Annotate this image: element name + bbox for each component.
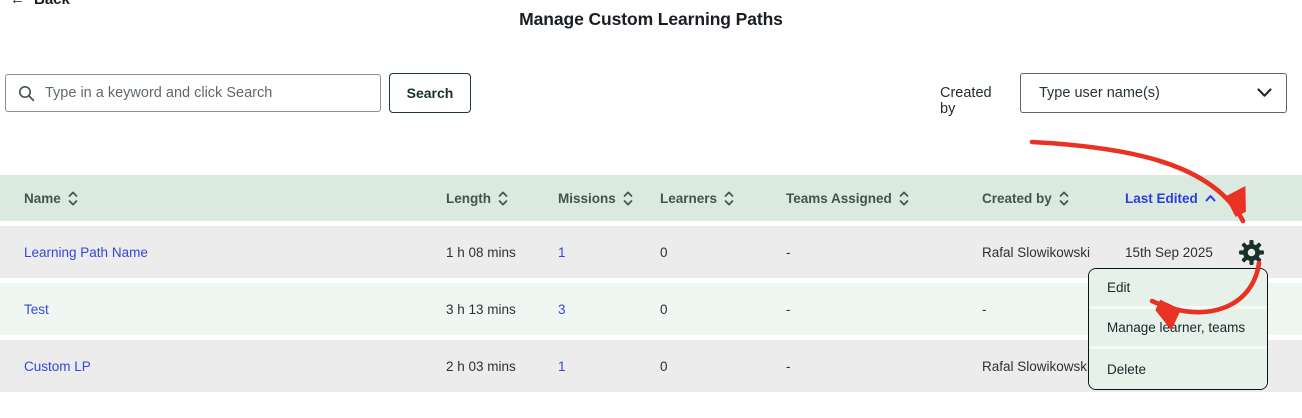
- teams-assigned-cell: -: [786, 244, 791, 260]
- menu-item-manage-learner-teams[interactable]: Manage learner, teams: [1089, 309, 1267, 349]
- table-row: Learning Path Name 1 h 08 mins 1 0 - Raf…: [0, 226, 1302, 278]
- sort-both-icon: [899, 190, 909, 207]
- search-button[interactable]: Search: [389, 73, 471, 113]
- search-icon: [18, 85, 35, 102]
- menu-item-edit[interactable]: Edit: [1089, 269, 1267, 309]
- page-title: Manage Custom Learning Paths: [519, 9, 783, 29]
- created-by-cell: Rafal Slowikowski: [982, 358, 1091, 374]
- back-button[interactable]: ← Back: [10, 0, 70, 8]
- search-box: [5, 74, 381, 112]
- gear-icon[interactable]: [1238, 239, 1265, 266]
- table-row: Test 3 h 13 mins 3 0 - -: [0, 283, 1302, 335]
- table-row: Custom LP 2 h 03 mins 1 0 - Rafal Slowik…: [0, 340, 1302, 392]
- sort-ascending-icon: [1205, 193, 1216, 204]
- learners-cell: 0: [660, 244, 668, 260]
- menu-item-delete[interactable]: Delete: [1089, 349, 1267, 389]
- length-cell: 3 h 13 mins: [446, 301, 516, 317]
- last-edited-cell: 15th Sep 2025: [1125, 244, 1213, 260]
- table-header-row: Name Length Missions Learners Teams Assi…: [0, 175, 1302, 221]
- column-header-created-by[interactable]: Created by: [982, 175, 1069, 221]
- teams-assigned-cell: -: [786, 358, 791, 374]
- sort-both-icon: [1059, 190, 1069, 207]
- sort-both-icon: [498, 190, 508, 207]
- learning-path-link[interactable]: Custom LP: [24, 358, 91, 374]
- column-header-name[interactable]: Name: [24, 175, 78, 221]
- created-by-filter-dropdown[interactable]: Type user name(s): [1020, 73, 1287, 113]
- length-cell: 1 h 08 mins: [446, 244, 516, 260]
- learners-cell: 0: [660, 358, 668, 374]
- created-by-filter-label: Created by: [940, 85, 992, 117]
- column-header-last-edited[interactable]: Last Edited: [1125, 175, 1216, 221]
- sort-both-icon: [68, 190, 78, 207]
- teams-assigned-cell: -: [786, 301, 791, 317]
- missions-count-link[interactable]: 1: [558, 244, 566, 260]
- learners-cell: 0: [660, 301, 668, 317]
- sort-both-icon: [623, 190, 633, 207]
- back-label: Back: [34, 0, 70, 8]
- chevron-down-icon: [1257, 88, 1272, 98]
- missions-count-link[interactable]: 3: [558, 301, 566, 317]
- created-by-filter-value: Type user name(s): [1039, 85, 1160, 101]
- learning-path-link[interactable]: Learning Path Name: [24, 244, 148, 260]
- column-header-missions[interactable]: Missions: [558, 175, 633, 221]
- length-cell: 2 h 03 mins: [446, 358, 516, 374]
- column-header-length[interactable]: Length: [446, 175, 508, 221]
- created-by-cell: -: [982, 301, 987, 317]
- row-actions-context-menu: Edit Manage learner, teams Delete: [1088, 268, 1268, 390]
- sort-both-icon: [724, 190, 734, 207]
- column-header-teams-assigned[interactable]: Teams Assigned: [786, 175, 909, 221]
- back-arrow-icon: ←: [10, 0, 25, 8]
- learning-path-link[interactable]: Test: [24, 301, 49, 317]
- column-header-learners[interactable]: Learners: [660, 175, 734, 221]
- missions-count-link[interactable]: 1: [558, 358, 566, 374]
- created-by-cell: Rafal Slowikowski: [982, 244, 1091, 260]
- search-input[interactable]: [45, 85, 345, 101]
